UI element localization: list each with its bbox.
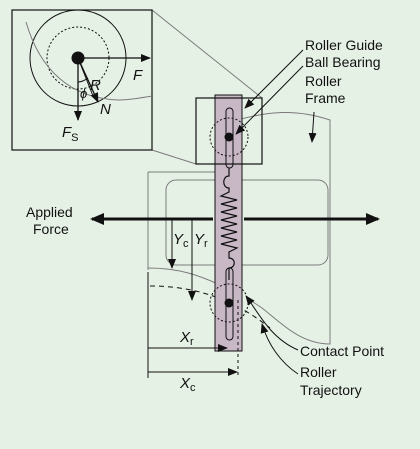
inset-frame (11, 9, 153, 151)
roller-frame-label-line1: Roller (305, 73, 342, 89)
radius-label: R (90, 77, 101, 94)
yc-label: Yc (173, 231, 189, 250)
roller-frame-edge (147, 267, 219, 285)
upper-bearing (209, 117, 249, 157)
spring (219, 168, 239, 280)
roller-frame-inner (165, 179, 329, 266)
angle-arc (77, 77, 89, 83)
roller-trajectory-label-line1: Roller (300, 364, 337, 380)
ball-bearing-label: Ball Bearing (305, 54, 381, 70)
roller-frame-label-line2: Frame (305, 90, 346, 106)
upper-bearing-ball (224, 132, 234, 142)
force-label: F (133, 67, 143, 84)
xr-sub: r (190, 336, 194, 348)
inset-frame-curve (25, 21, 152, 101)
spring-force-sub: S (71, 132, 78, 144)
ball-bearing-leader (235, 65, 304, 135)
yr-main: Y (194, 231, 205, 248)
normal-force-arrow (77, 57, 99, 103)
roller-trajectory-curve (149, 285, 271, 329)
yc-main: Y (173, 231, 184, 248)
xc-main: X (179, 375, 191, 392)
xr-main: X (179, 329, 191, 346)
normal-force-label: N (100, 101, 111, 118)
lower-bearing-ball (224, 298, 234, 308)
roller-guide-leader (244, 49, 304, 109)
spring-force-main: F (62, 124, 72, 141)
roller-trajectory-label-line2: Trajectory (300, 382, 362, 398)
force-inset (11, 9, 153, 151)
xc-label: Xc (179, 375, 196, 394)
xr-label: Xr (179, 329, 194, 348)
callout-line-bottom (151, 149, 197, 165)
angle-label: ϕ (80, 86, 87, 101)
bearing-zoom-box (195, 97, 263, 165)
xc-sub: c (190, 382, 196, 394)
applied-force-label-line2: Force (33, 221, 69, 237)
roller-guide-label: Roller Guide (305, 37, 383, 53)
callout-line-top (151, 9, 263, 99)
spring-force-label: FS (62, 124, 79, 144)
applied-force-label-line1: Applied (26, 204, 73, 220)
roller-frame-pointer (308, 111, 317, 143)
yr-label: Yr (194, 231, 208, 250)
contact-point-label: Contact Point (300, 343, 384, 359)
yr-sub: r (204, 238, 208, 250)
yc-sub: c (183, 238, 189, 250)
roller-trajectory-leader (260, 323, 299, 375)
